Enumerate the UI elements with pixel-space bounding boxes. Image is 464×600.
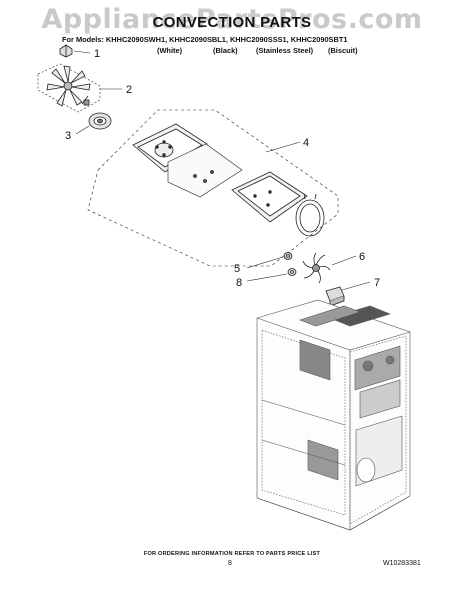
watermark: AppliancePartsPros.com bbox=[41, 4, 423, 35]
models-line: For Models: KHHC2090SWH1, KHHC2090SBL1, … bbox=[62, 35, 348, 44]
document-number: W10283381 bbox=[383, 560, 421, 567]
callout-3: 3 bbox=[65, 130, 71, 142]
callout-8: 8 bbox=[236, 277, 242, 289]
page-title: CONVECTION PARTS bbox=[152, 14, 312, 31]
callout-5: 5 bbox=[234, 263, 240, 275]
color-biscuit: (Biscuit) bbox=[328, 46, 358, 55]
part-7-bracket bbox=[325, 281, 371, 307]
part-1-nut bbox=[59, 44, 91, 58]
page-number: 8 bbox=[228, 560, 232, 567]
part-8-washer bbox=[246, 268, 297, 282]
callout-1: 1 bbox=[94, 48, 100, 60]
part-6-convection-fan bbox=[302, 252, 357, 284]
part-3-bearing-ring bbox=[75, 112, 112, 135]
color-stainless-steel: (Stainless Steel) bbox=[256, 46, 314, 55]
ordering-note: FOR ORDERING INFORMATION REFER TO PARTS … bbox=[143, 551, 321, 557]
part-5-nut bbox=[246, 252, 293, 269]
part-2-fan-blade bbox=[37, 63, 122, 113]
callout-2: 2 bbox=[126, 84, 132, 96]
part-4-convection-assembly bbox=[87, 109, 339, 267]
color-white: (White) bbox=[157, 46, 183, 55]
oven-cavity bbox=[256, 299, 411, 531]
callout-6: 6 bbox=[359, 251, 365, 263]
callout-4: 4 bbox=[303, 137, 309, 149]
callout-7: 7 bbox=[374, 277, 380, 289]
color-black: (Black) bbox=[213, 46, 238, 55]
